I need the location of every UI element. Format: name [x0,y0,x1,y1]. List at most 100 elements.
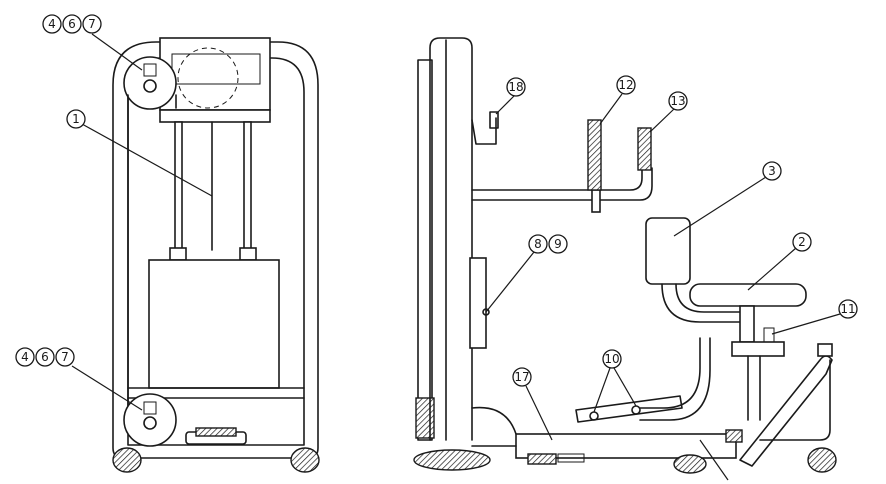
side-foot-mid [673,454,707,474]
side-rear-plate [417,59,433,441]
side-front-bar-cap [817,343,833,357]
callout-leader-seat-adjust [771,313,841,335]
side-main-column [429,37,473,441]
callout-leader-seat-back [673,176,767,237]
front-top-pulley [123,56,177,110]
callout-circle-front-bottom-2 [35,347,55,367]
callout-circle-pin-1 [528,234,548,254]
front-base-pad [195,427,237,437]
side-handle-grip-right [637,127,652,171]
callout-label-handle-left: 12 [618,78,633,92]
front-stack-cap-left [169,247,187,261]
side-foot-bar-bolt-2 [631,405,641,415]
callout-label-pin-1: 8 [534,237,542,251]
callout-group-pin: 8 9 [528,234,568,254]
front-hidden-pulley [177,47,239,109]
side-seat-adjust-knob [763,327,775,343]
callout-circle-handle-left [616,75,636,95]
front-stack-cap-right [239,247,257,261]
callout-group-front-top: 4 6 7 [42,14,102,34]
front-top-pulley-bracket [143,63,157,77]
callout-label-front-top-2: 6 [68,17,76,31]
front-view: 4 6 7 1 4 6 7 [15,14,320,473]
callout-leader-foot-bar-1 [593,367,611,413]
callout-label-front-bottom-1: 4 [21,350,29,364]
callout-leader-handle-right [649,108,675,133]
callout-circle-front-bottom-3 [55,347,75,367]
callout-label-lever: 18 [508,80,523,94]
side-handle-arm [471,167,653,201]
callout-leader-base-beam [525,385,553,441]
callout-circle-front-top-3 [82,14,102,34]
side-seat [689,283,807,307]
side-curved-support [639,337,711,421]
side-front-frame [759,359,831,441]
callout-label-front-top-3: 7 [88,17,96,31]
callout-circle-seat [792,232,812,252]
callout-label-seat-back: 3 [768,164,776,178]
callout-leader-cable [81,123,213,197]
callout-circle-foot-bar [602,349,622,369]
callout-label-seat: 2 [798,235,806,249]
side-pin [482,308,490,316]
callout-label-pin-2: 9 [554,237,562,251]
leader-bottom-unlabeled [699,439,729,481]
side-handle-grip-left [587,119,602,191]
callout-circle-pin-2 [548,234,568,254]
callout-leader-pin [485,251,535,313]
side-seat-carriage [731,341,785,357]
callout-circle-handle-right [668,91,688,111]
callout-group-front-bottom: 4 6 7 [15,347,75,367]
callout-leader-seat [747,247,797,291]
callout-label-front-bottom-2: 6 [41,350,49,364]
callout-leader-front-bottom [71,365,143,411]
callout-circle-front-top-1 [42,14,62,34]
callout-label-base-beam: 17 [514,370,529,384]
callout-label-seat-adjust: 11 [840,302,855,316]
callout-label-front-bottom-3: 7 [61,350,69,364]
front-foot-left [112,447,142,473]
side-base-block [527,453,557,465]
callout-circle-lever [506,77,526,97]
side-seat-back [645,217,691,285]
callout-circle-front-top-2 [62,14,82,34]
callout-circle-base-beam [512,367,532,387]
front-guide-rod-right [243,121,252,251]
side-base-bracket [725,429,743,443]
callout-label-front-top-1: 4 [48,17,56,31]
callout-leader-foot-bar-2 [613,367,637,407]
front-weight-stack [148,259,280,389]
callout-leader-lever [495,95,515,115]
callout-leader-handle-left [599,93,623,125]
front-crossbar [159,109,271,123]
side-lever-knob [489,111,499,129]
callout-label-cable: 1 [72,112,80,126]
callout-circle-front-bottom-1 [15,347,35,367]
callout-circle-cable [66,109,86,129]
side-foot-rear [413,449,491,471]
callout-leader-front-top [91,33,143,71]
front-guide-rod-left [174,121,183,251]
side-base-block-2 [557,453,585,463]
front-top-pulley-hub [143,79,157,93]
callout-circle-seat-back [762,161,782,181]
side-foot-front [807,447,837,473]
side-foot-bar [575,395,683,423]
side-column-plate [469,257,487,349]
front-bottom-pulley-hub [143,416,157,430]
callout-label-foot-bar: 10 [604,352,619,366]
side-foot-bar-bolt-1 [589,411,599,421]
side-view: 18 12 13 3 2 11 8 9 10 [413,37,858,481]
callout-label-handle-right: 13 [670,94,685,108]
front-bottom-pulley-bracket [143,401,157,415]
side-seat-support [661,283,741,323]
callout-circle-seat-adjust [838,299,858,319]
side-base-curve [471,406,517,435]
side-arm-clamp [591,189,601,213]
side-seat-post [739,305,755,343]
front-foot-right [290,447,320,473]
side-lever [471,117,497,145]
side-rear-pad [415,397,435,439]
